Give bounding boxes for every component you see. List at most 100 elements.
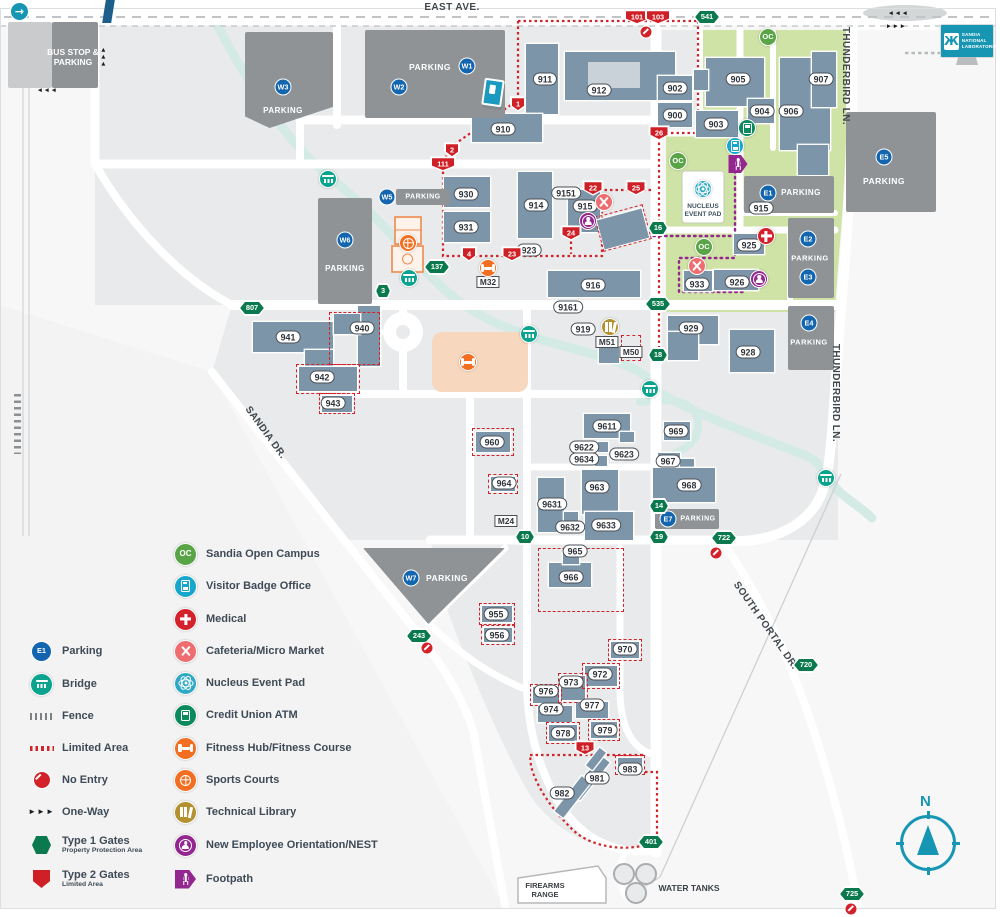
legend-label: Parking — [62, 644, 103, 657]
building-label-M24: M24 — [494, 515, 518, 527]
legend-item-footpath: Footpath — [172, 868, 253, 890]
fence-marks — [14, 394, 21, 454]
parking-label: PARKING — [791, 253, 829, 263]
legend-label: Limited Area — [62, 741, 129, 754]
legend-label: Cafeteria/Micro Market — [206, 644, 324, 657]
type2-gate-111: 111 — [430, 156, 456, 172]
building-label-960: 960 — [479, 435, 505, 449]
building-label-926: 926 — [724, 275, 750, 289]
parking-label: PARKING — [263, 106, 303, 115]
parking-label: PARKING — [405, 193, 441, 201]
area-label: BUS STOP &PARKING — [47, 46, 99, 67]
legend-item-sports-courts: Sports Courts — [172, 768, 279, 792]
no-entry-icon — [639, 25, 653, 39]
street-label: THUNDERBIRD LN. — [840, 26, 851, 126]
legend-label: Nucleus Event Pad — [206, 676, 306, 689]
building-rect — [563, 553, 579, 564]
neo-icon — [750, 270, 768, 288]
building-rect — [668, 332, 698, 360]
building-label-916: 916 — [580, 278, 606, 292]
parking-marker-E2: E2 — [799, 230, 817, 248]
thunderbird-icon: Ж — [944, 32, 959, 50]
building-label-9151: 9151 — [551, 186, 581, 200]
legend-library-icon — [172, 800, 199, 824]
cafeteria-icon — [688, 257, 706, 275]
building-label-9611: 9611 — [592, 419, 622, 433]
footpath-icon — [728, 155, 748, 173]
sandia-logo: Ж SANDIA NATIONAL LABORATORIES — [938, 24, 1000, 70]
legend-label: Technical Library — [206, 805, 297, 818]
building-label-974: 974 — [538, 702, 564, 716]
parking-label: PARKING — [680, 515, 716, 523]
building-label-979: 979 — [592, 723, 618, 737]
legend-noentry-icon — [28, 769, 55, 791]
building-rect — [620, 432, 634, 442]
bridge-icon — [641, 380, 659, 398]
bridge-icon — [400, 269, 418, 287]
building-label-942: 942 — [309, 370, 335, 384]
parking-label: PARKING — [408, 61, 452, 72]
legend-label: New Employee Orientation/NEST — [206, 838, 378, 851]
oc-icon: OC — [759, 28, 777, 46]
legend-atm-icon — [172, 703, 199, 727]
legend-limited-icon — [28, 737, 55, 759]
legend-label: Footpath — [206, 872, 254, 885]
type2-gate-26: 26 — [648, 125, 670, 141]
parking-marker-E1: E1 — [759, 184, 777, 202]
legend-item-fence: Fence — [28, 705, 94, 727]
building-rect — [599, 346, 619, 363]
limited-area-outline — [488, 474, 518, 494]
building-label-919: 919 — [570, 322, 596, 336]
legend-sports-icon — [172, 768, 199, 792]
legend-item-cafeteria-micro-market: Cafeteria/Micro Market — [172, 639, 324, 663]
parking-label: PARKING — [425, 572, 469, 583]
legend-fitness-icon — [172, 736, 199, 760]
type1-gate-3: 3 — [374, 283, 392, 299]
type2-gate-2: 2 — [444, 142, 460, 158]
oc-icon: OC — [695, 238, 713, 256]
bridge-icon — [520, 325, 538, 343]
one-way-arrows: ◄◄◄ — [887, 9, 909, 17]
legend-item-technical-library: Technical Library — [172, 800, 297, 824]
legend-item-new-employee-orientation-nest: New Employee Orientation/NEST — [172, 833, 378, 857]
building-label-933: 933 — [684, 277, 710, 291]
building-label-9161: 9161 — [553, 300, 583, 314]
cafeteria-icon — [595, 193, 613, 211]
building-label-906: 906 — [778, 104, 804, 118]
limited-area-outline — [594, 204, 652, 252]
type1-gate-19: 19 — [648, 529, 670, 545]
parking-label: PARKING — [790, 337, 828, 347]
building-rect — [694, 70, 708, 90]
legend-label: Fence — [62, 709, 94, 722]
fitness-icon — [459, 353, 477, 371]
building-label-973: 973 — [558, 675, 584, 689]
building-label-903: 903 — [703, 117, 729, 131]
type1-gate-243: 243 — [405, 628, 433, 644]
limited-area-outline — [472, 428, 514, 456]
parking-marker-E5: E5 — [875, 148, 893, 166]
type2-gate-24: 24 — [560, 225, 582, 241]
building-label-9633: 9633 — [591, 518, 621, 532]
legend-label: One-Way — [62, 805, 110, 818]
legend-medical-icon — [172, 607, 199, 631]
parking-marker-W1: W1 — [458, 57, 476, 75]
building-label-912: 912 — [586, 83, 612, 97]
building-label-965: 965 — [562, 544, 588, 558]
type2-gate-25: 25 — [625, 180, 647, 196]
legend-item-one-way: ►►►One-Way — [28, 801, 109, 823]
building-label-9623: 9623 — [609, 447, 639, 461]
building-label-972: 972 — [587, 667, 613, 681]
legend-badge-icon — [172, 574, 199, 598]
legend-item-credit-union-atm: Credit Union ATM — [172, 703, 298, 727]
type1-gate-10: 10 — [514, 529, 536, 545]
street-label: SANDIA DR. — [242, 404, 289, 462]
legend-footpath-icon — [172, 868, 199, 890]
limited-area-outline — [582, 663, 620, 689]
compass-north-label: N — [920, 793, 931, 810]
parking-lot — [318, 198, 372, 304]
